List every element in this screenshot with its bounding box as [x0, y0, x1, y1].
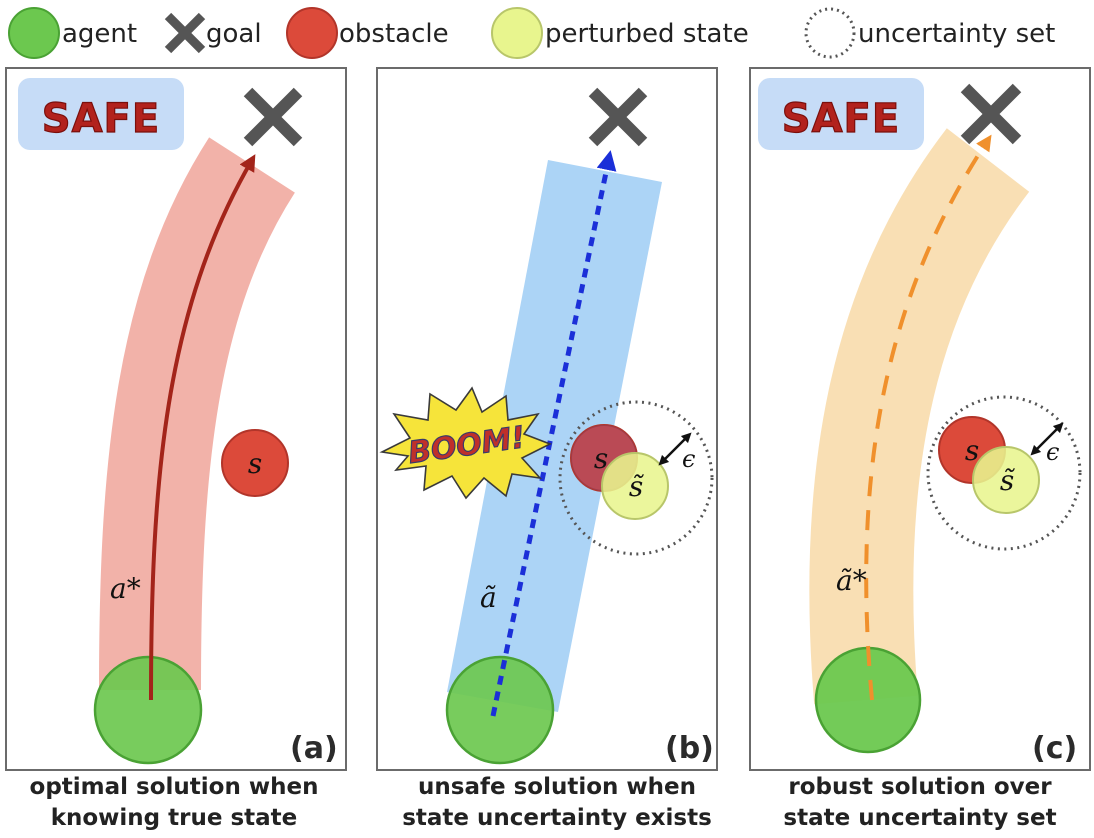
uncertainty-set [558, 400, 714, 556]
perturbed-state: s̃ [972, 446, 1040, 514]
legend-agent: agent [8, 7, 137, 59]
agent-swatch-icon [8, 7, 60, 59]
legend-perturbed: perturbed state [491, 7, 749, 59]
legend-uncertainty-label: uncertainty set [858, 19, 1055, 49]
legend: agent goal obstacle perturbed state unce… [8, 7, 1055, 59]
panel-tag: (c) [1032, 731, 1077, 766]
path-band [809, 128, 1030, 705]
caption-a-line1: optimal solution when [30, 774, 319, 800]
panel-b: s s̃ ϵ ã BOOM! (b) [376, 67, 718, 771]
epsilon-arrow [1030, 422, 1064, 456]
panel-a: SAFE s a* (a) [5, 67, 347, 771]
legend-uncertainty: uncertainty set [804, 7, 1055, 59]
perturbed-circle [601, 452, 669, 520]
safe-badge: SAFE [758, 78, 924, 150]
boom-burst: BOOM! [379, 386, 552, 500]
obstacle-swatch-icon [286, 7, 338, 59]
epsilon-label: ϵ [1046, 438, 1059, 466]
safe-badge-label: SAFE [42, 96, 160, 142]
caption-b-line1: unsafe solution when [418, 774, 696, 800]
legend-obstacle-label: obstacle [339, 19, 449, 49]
epsilon-label: ϵ [682, 445, 695, 473]
action-label: a* [110, 572, 141, 605]
goal-icon [960, 83, 1022, 145]
safe-badge-bg [18, 78, 184, 150]
agent [93, 655, 203, 765]
epsilon-arrow [658, 432, 692, 466]
captions: optimal solution when knowing true state… [30, 774, 1057, 831]
uncertainty-set [926, 395, 1082, 551]
perturbed-label: s̃ [1000, 464, 1016, 497]
caption-c-line1: robust solution over [788, 774, 1052, 800]
obstacle-label: s [594, 442, 608, 475]
panel-c: SAFE s s̃ ϵ ã* (c) [749, 67, 1091, 771]
caption-b-line2: state uncertainty exists [402, 805, 712, 831]
legend-perturbed-label: perturbed state [545, 19, 749, 49]
action-arrow [149, 154, 256, 701]
boom-burst-star [379, 386, 552, 500]
safe-badge-bg [758, 78, 924, 150]
goal-icon [243, 87, 303, 147]
obstacle-label: s [248, 447, 262, 480]
path-band [447, 160, 662, 712]
safe-badge: SAFE [18, 78, 184, 150]
safe-badge-label: SAFE [782, 96, 900, 142]
caption-a-line2: knowing true state [51, 805, 298, 831]
panel-tag: (b) [665, 731, 714, 766]
legend-goal-label: goal [206, 19, 262, 49]
legend-agent-label: agent [62, 19, 137, 49]
obstacle-circle [221, 429, 289, 497]
obstacle: s [221, 429, 289, 497]
perturbed-label: s̃ [629, 470, 645, 503]
goal-swatch-icon [164, 12, 206, 54]
goal-icon [588, 87, 648, 147]
perturbed-swatch-icon [491, 7, 543, 59]
obstacle-label: s [965, 434, 979, 467]
action-label: ã* [836, 564, 867, 597]
uncertainty-swatch-icon [804, 7, 856, 59]
legend-obstacle: obstacle [286, 7, 449, 59]
agent [445, 655, 555, 765]
perturbed-circle [972, 446, 1040, 514]
action-label: ã [480, 581, 497, 614]
panel-tag: (a) [290, 731, 338, 766]
caption-c-line2: state uncertainty set [783, 805, 1056, 831]
perturbed-state: s̃ [601, 452, 669, 520]
legend-goal: goal [164, 12, 262, 54]
